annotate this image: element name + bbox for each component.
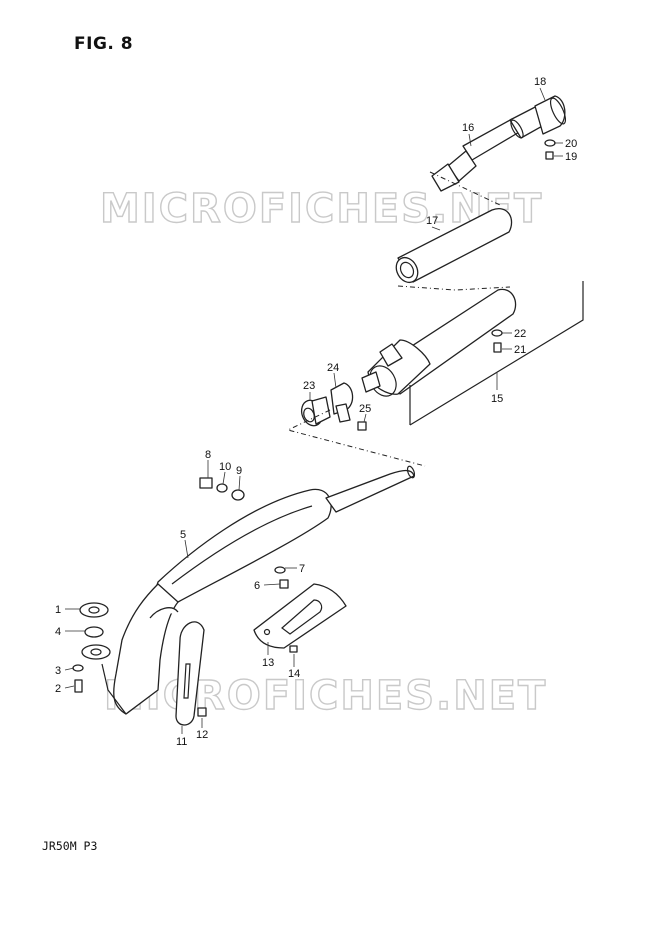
heat-guard-13-part <box>253 583 347 649</box>
flange-1-part <box>79 602 109 618</box>
washer-7-part <box>274 566 286 574</box>
bolt-8-part <box>199 477 213 489</box>
group-bracket-15 <box>409 281 584 426</box>
inner-tube-part <box>395 208 513 284</box>
model-code: JR50M P3 <box>42 839 98 853</box>
callout-8: 8 <box>205 449 211 461</box>
end-pipe-11-part <box>175 621 205 726</box>
callout-6: 6 <box>254 580 260 592</box>
watermark-bottom: MICROFICHES.NET <box>104 673 547 719</box>
callout-12: 12 <box>196 729 208 741</box>
callout-24: 24 <box>327 362 339 374</box>
washer-20-part <box>544 139 556 147</box>
callout-19: 19 <box>565 151 577 163</box>
clamp-24-part <box>330 382 354 423</box>
washer-3-part <box>72 664 84 672</box>
silencer-cap-part <box>534 95 567 135</box>
bolt-19-part <box>545 151 554 160</box>
callout-25: 25 <box>359 403 371 415</box>
callout-20: 20 <box>565 138 577 150</box>
bolt-12-part <box>197 707 207 717</box>
assembly-line-2 <box>397 285 511 291</box>
callout-3: 3 <box>55 665 61 677</box>
callout-17: 17 <box>426 215 438 227</box>
bolt-21-part <box>493 342 502 353</box>
callout-16: 16 <box>462 122 474 134</box>
washer-22-part <box>491 329 503 337</box>
muffler-part <box>361 288 517 397</box>
callout-4: 4 <box>55 626 61 638</box>
callout-leaders <box>64 87 563 734</box>
gasket-23-part <box>300 396 331 427</box>
bolt-2-part <box>74 679 83 693</box>
callout-9: 9 <box>236 465 242 477</box>
washer-10-part <box>216 483 228 493</box>
bolt-25-part <box>357 421 367 431</box>
callout-5: 5 <box>180 529 186 541</box>
callout-1: 1 <box>55 604 61 616</box>
gasket-4-part <box>84 626 104 638</box>
exhaust-chamber-part <box>101 465 416 715</box>
callout-13: 13 <box>262 657 274 669</box>
callout-18: 18 <box>534 76 546 88</box>
screw-14-part <box>289 645 298 653</box>
callout-7: 7 <box>299 563 305 575</box>
tail-pipe-part <box>431 102 554 192</box>
callout-23: 23 <box>303 380 315 392</box>
callout-10: 10 <box>219 461 231 473</box>
figure-title: FIG. 8 <box>74 34 134 54</box>
callout-15: 15 <box>491 393 503 405</box>
washer-9-part <box>231 489 245 501</box>
callout-11: 11 <box>176 736 187 748</box>
callout-22: 22 <box>514 328 526 340</box>
callout-2: 2 <box>55 683 61 695</box>
flange-end-part <box>81 644 111 660</box>
assembly-line-1 <box>429 171 501 206</box>
callout-21: 21 <box>514 344 526 356</box>
callout-14: 14 <box>288 668 300 680</box>
bolt-6-part <box>279 579 289 589</box>
assembly-line-3 <box>286 409 426 467</box>
